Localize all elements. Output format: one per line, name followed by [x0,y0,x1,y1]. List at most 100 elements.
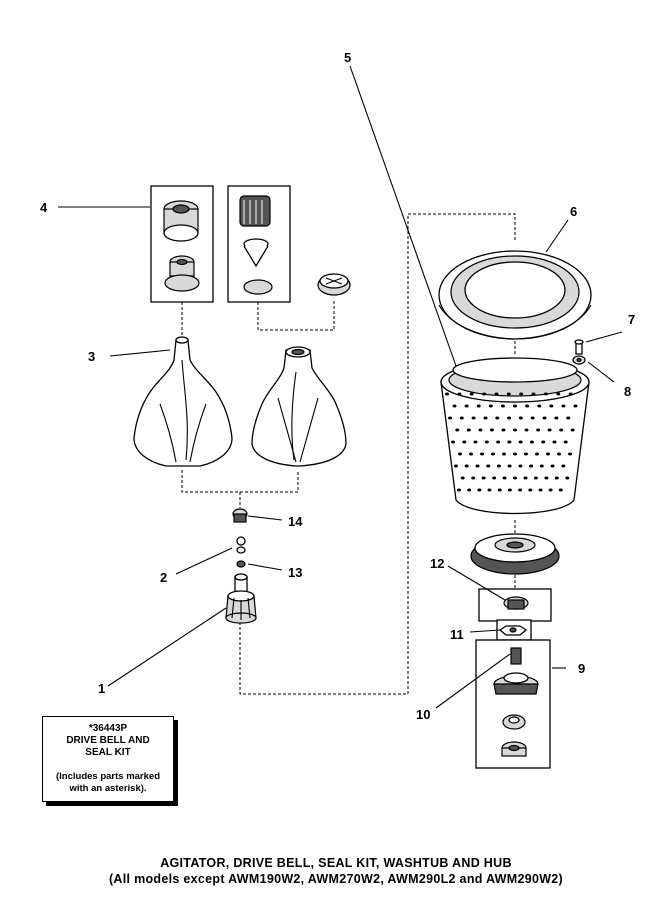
washtub-hole [496,464,501,468]
screw-washer-7-8 [572,339,586,365]
washtub-hole [471,476,476,480]
callout-numbers: 1 2 3 4 5 6 7 8 9 10 11 12 13 14 [40,50,635,722]
washtub-hole [457,392,462,396]
washtub-hole [487,488,492,492]
washtub-hole [458,452,462,456]
washtub-hole [573,404,578,408]
washtub-hole [550,464,555,468]
washtub-hole [524,428,529,432]
washtub-hole [544,476,549,480]
washtub-hole [547,428,552,432]
washtub-hole [554,416,559,420]
title-line-2: (All models except AWM190W2, AWM270W2, A… [108,872,564,886]
washtub-hole [507,488,512,492]
washtub-5 [440,357,590,515]
washtub-hole [500,404,505,408]
callout-13: 13 [288,565,302,580]
washtub-hole [480,452,484,456]
washtub-hole [529,464,534,468]
washtub-hole [502,476,507,480]
washtub-hole [451,440,455,444]
washtub-hole [497,488,502,492]
washtub-hole [558,488,563,492]
tub-hub [470,533,560,575]
hub-assembly-9 [475,588,552,769]
washtub-hole [462,440,467,444]
washtub-hole [483,416,488,420]
washtub-hole [525,404,530,408]
washtub-hole [535,452,539,456]
washtub-holes [445,392,578,492]
washtub-hole [546,452,550,456]
washtub-hole [496,440,501,444]
washtub-hole [538,488,543,492]
washtub-hole [457,488,461,492]
washtub-hole [533,476,538,480]
washtub-hole [518,488,523,492]
washtub-hole [506,392,511,396]
washtub-hole [554,476,559,480]
kit-line-2: SEAL KIT [85,747,131,758]
washtub-hole [513,428,517,432]
washtub-hole [536,428,541,432]
washtub-hole [541,440,546,444]
callout-7: 7 [628,312,635,327]
washtub-hole [523,476,528,480]
washtub-hole [531,392,536,396]
washtub-hole [518,440,523,444]
washtub-hole [502,452,506,456]
washtub-hole [524,452,528,456]
callout-12: 12 [430,556,444,571]
washtub-hole [542,416,547,420]
washtub-hole [556,392,561,396]
balance-ring-6 [438,250,592,340]
kit-line-1: DRIVE BELL AND [66,735,150,746]
callout-5: 5 [344,50,351,65]
washtub-hole [529,440,534,444]
washtub-hole [494,392,499,396]
washtub-hole [548,488,553,492]
callout-10: 10 [416,707,430,722]
callout-14: 14 [288,514,303,529]
washtub-hole [445,392,449,396]
callout-4: 4 [40,200,48,215]
washtub-hole [482,392,487,396]
washtub-hole [486,464,491,468]
washtub-hole [566,416,571,420]
washtub-hole [492,476,497,480]
washtub-hole [460,476,465,480]
leader-lines [58,65,623,709]
washtub-hole [561,464,566,468]
callout-8: 8 [624,384,631,399]
washtub-hole [513,476,517,480]
washtub-hole [530,416,535,420]
washtub-hole [488,404,493,408]
kit-note-1: (Includes parts marked [55,771,160,782]
washtub-hole [469,392,474,396]
washtub-hole [528,488,533,492]
diagram-title: AGITATOR, DRIVE BELL, SEAL KIT, WASHTUB … [0,855,672,887]
washtub-hole [568,392,573,396]
washtub-hole [478,428,483,432]
washtub-hole [491,452,495,456]
washtub-hole [507,416,512,420]
washtub-hole [475,464,480,468]
washtub-hole [452,404,457,408]
washtub-hole [570,428,575,432]
washtub-hole [543,392,548,396]
washtub-hole [495,416,500,420]
washtub-hole [466,428,471,432]
washtub-hole [565,476,570,480]
washtub-hole [467,488,472,492]
washtub-hole [568,452,572,456]
title-line-1: AGITATOR, DRIVE BELL, SEAL KIT, WASHTUB … [160,856,512,870]
callout-6: 6 [570,204,577,219]
agitator-alt [251,346,347,467]
washtub-hole [519,392,524,396]
washtub-hole [489,428,494,432]
washtub-hole [484,440,489,444]
kit-part-number: *36443P [88,723,128,734]
washtub-hole [518,416,523,420]
washtub-hole [501,428,506,432]
